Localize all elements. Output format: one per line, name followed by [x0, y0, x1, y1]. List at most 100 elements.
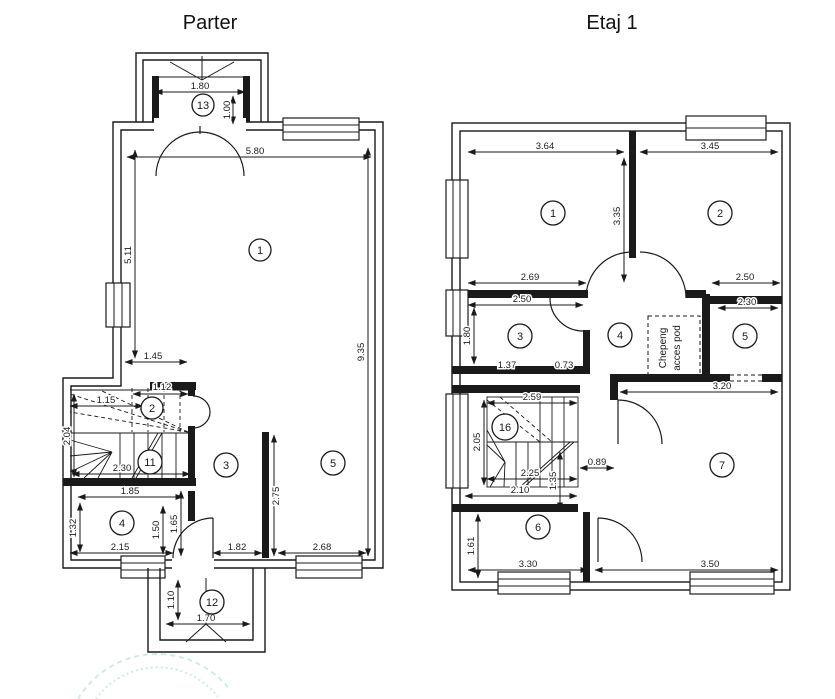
svg-text:1.61: 1.61 — [466, 537, 477, 556]
svg-text:1.82: 1.82 — [228, 542, 247, 553]
parter-window-bottom-right — [295, 555, 363, 579]
svg-text:1.70: 1.70 — [197, 613, 216, 624]
etaj-window-left-2 — [445, 289, 469, 337]
svg-text:6: 6 — [535, 522, 541, 534]
parter-window-bottom-left — [120, 555, 166, 579]
dim-e-room6-left: 1.61 — [465, 513, 481, 579]
room-bubble-e7: 7 — [709, 452, 735, 478]
dim-e-room3-left: 1.80 — [461, 307, 477, 365]
svg-text:1.65: 1.65 — [169, 515, 180, 534]
svg-text:3: 3 — [517, 331, 523, 343]
svg-text:2.15: 2.15 — [111, 542, 130, 553]
svg-text:1.35: 1.35 — [548, 472, 559, 491]
svg-text:3.50: 3.50 — [701, 559, 720, 570]
etaj-window-left-1 — [445, 179, 469, 259]
room-bubble-11: 11 — [137, 449, 163, 475]
room-bubble-e2: 2 — [707, 200, 733, 226]
etaj-exterior-walls — [451, 122, 791, 591]
room-bubble-12: 12 — [199, 589, 225, 615]
dim-room4-top: 1.85 — [77, 485, 184, 500]
svg-text:1.12: 1.12 — [153, 382, 172, 393]
room-bubble-e4: 4 — [607, 322, 633, 348]
dim-stair-run: 2.30 — [71, 462, 191, 477]
svg-text:7: 7 — [719, 460, 725, 472]
dim-e-stair-top: 2.59 — [486, 391, 578, 406]
room-bubble-1: 1 — [248, 238, 272, 262]
svg-text:2.69: 2.69 — [521, 272, 540, 283]
dim-room4-bottom: 2.15 — [69, 541, 174, 556]
svg-text:2.50: 2.50 — [736, 272, 755, 283]
svg-text:1.37: 1.37 — [498, 360, 517, 371]
dim-e-room2-top: 3.45 — [639, 140, 779, 155]
svg-text:3.35: 3.35 — [612, 207, 623, 226]
svg-text:2.50: 2.50 — [513, 294, 532, 305]
dim-door-a: 1.50 — [150, 505, 166, 555]
dim-e-room5-outer: 2.50 — [711, 271, 781, 286]
parter-window-top — [282, 117, 360, 141]
dim-e-room7-bottom: 3.50 — [594, 558, 779, 573]
svg-text:9.35: 9.35 — [356, 343, 367, 362]
etaj-attic-hatch: Chepeng acces pod — [647, 315, 701, 379]
dim-e-room6-right: 1.35 — [547, 451, 563, 511]
dim-e-room3-top: 2.50 — [467, 293, 584, 308]
parter-exterior-walls — [62, 121, 384, 569]
svg-text:1.80: 1.80 — [191, 81, 210, 92]
svg-text:2.75: 2.75 — [271, 487, 282, 506]
etaj-room-labels: 1 2 3 4 5 16 6 7 — [491, 200, 758, 540]
parter-stairs — [69, 388, 189, 479]
svg-text:1.45: 1.45 — [144, 351, 163, 362]
svg-text:2: 2 — [149, 403, 155, 415]
dim-hall-bottom: 1.82 — [212, 541, 263, 556]
svg-text:1.80: 1.80 — [462, 327, 473, 346]
dim-porch-width: 1.80 — [154, 80, 246, 95]
parter-plan: 1.80 1.00 5.80 5.11 9.35 1.45 1.12 1.15 — [61, 52, 384, 653]
etaj-corridor-curves — [585, 251, 687, 299]
dim-e-room3-b2: 0.73 — [545, 359, 581, 374]
svg-text:2: 2 — [717, 208, 723, 220]
room-bubble-e16: 16 — [491, 413, 519, 441]
svg-text:2.05: 2.05 — [472, 433, 483, 452]
room-bubble-13: 13 — [191, 93, 215, 117]
dim-porch-depth: 1.00 — [221, 95, 236, 125]
dim-e-room1-top: 3.64 — [467, 140, 625, 155]
svg-text:1.32: 1.32 — [68, 519, 79, 538]
svg-text:2.68: 2.68 — [313, 542, 332, 553]
dim-e-room3-outer: 2.69 — [467, 271, 587, 286]
etaj-window-left-3 — [445, 393, 469, 489]
room-bubble-2: 2 — [140, 396, 164, 420]
svg-text:3.64: 3.64 — [536, 141, 555, 152]
parter-hall-door — [192, 395, 211, 429]
dim-backporch-depth: 1.10 — [165, 579, 181, 621]
svg-text:1.85: 1.85 — [121, 486, 140, 497]
svg-text:11: 11 — [144, 457, 155, 469]
dim-e-divider: 3.35 — [611, 157, 627, 283]
dim-e-stair-left: 2.05 — [471, 399, 487, 486]
room-bubble-3: 3 — [213, 452, 239, 478]
etaj-room3-door — [549, 297, 584, 332]
svg-text:1: 1 — [257, 245, 263, 257]
etaj-stairs — [486, 396, 579, 488]
svg-text:0.73: 0.73 — [555, 360, 574, 371]
room-bubble-e5: 5 — [732, 323, 758, 349]
title-parter: Parter — [183, 12, 238, 34]
etaj-window-bottom-1 — [497, 571, 571, 595]
svg-text:2.59: 2.59 — [523, 392, 542, 403]
dim-backporch-width: 1.70 — [165, 612, 251, 627]
dim-top-width: 5.80 — [126, 145, 372, 160]
svg-text:4: 4 — [119, 518, 125, 530]
parter-back-porch — [147, 568, 266, 653]
parter-room-labels: 1 2 11 3 4 5 13 12 — [109, 93, 346, 615]
svg-text:1.10: 1.10 — [166, 591, 177, 610]
etaj-plan: Chepeng acces pod 3.64 3.45 3.35 — [445, 115, 791, 595]
svg-text:1.00: 1.00 — [222, 101, 233, 120]
svg-text:16: 16 — [499, 422, 511, 434]
attic-hatch-label-line2: acces pod — [672, 325, 683, 371]
title-etaj: Etaj 1 — [586, 12, 637, 34]
room-bubble-e6: 6 — [525, 514, 551, 540]
parter-entry-door — [154, 118, 246, 177]
svg-text:3: 3 — [223, 460, 229, 472]
dim-e-hall-bottom: 3.20 — [619, 380, 779, 395]
svg-text:2.30: 2.30 — [738, 297, 757, 308]
dim-passage: 1.45 — [124, 350, 188, 365]
svg-text:1: 1 — [550, 208, 556, 220]
